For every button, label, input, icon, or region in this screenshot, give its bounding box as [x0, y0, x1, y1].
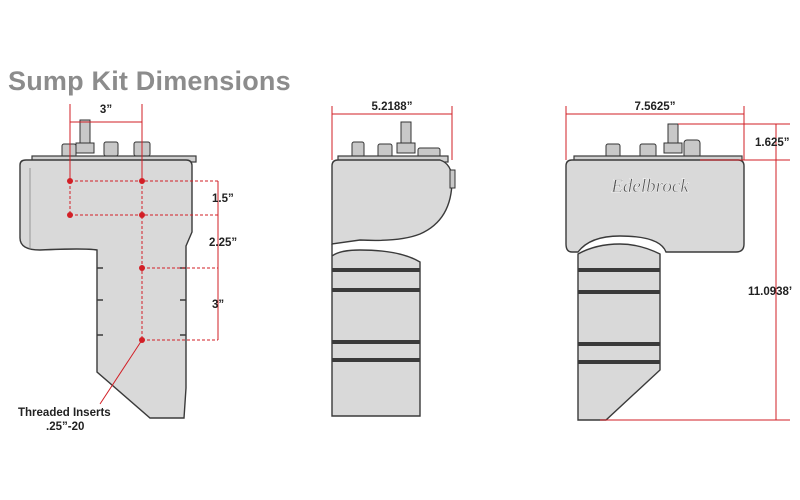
left-width-label: 3” — [100, 104, 112, 116]
right-logo: Edelbrock — [610, 176, 689, 197]
spacing-label-2: 2.25” — [209, 237, 237, 249]
callout-leader — [99, 339, 143, 405]
left-fitting-stem — [79, 119, 91, 147]
mid-side-tab — [449, 169, 456, 189]
middle-view: 5.2188” — [331, 101, 456, 417]
mid-band — [332, 288, 420, 292]
left-fitting-nut — [75, 142, 95, 154]
callout-line-2: .25”-20 — [46, 421, 84, 433]
mid-fitting-nut — [396, 142, 416, 154]
right-band — [578, 290, 660, 294]
callout-line-1: Threaded Inserts — [18, 407, 111, 419]
left-width-dimension — [69, 104, 143, 181]
right-band — [578, 268, 660, 272]
middle-width-label: 5.2188” — [372, 101, 413, 113]
right-fitting-bracket — [683, 139, 701, 159]
mid-band — [332, 340, 420, 344]
right-sump-lower — [577, 243, 661, 421]
right-width-label: 7.5625” — [635, 101, 676, 113]
right-sump-body — [565, 159, 745, 253]
fitting-height-dimension — [678, 123, 790, 161]
right-band — [578, 360, 660, 364]
right-band — [578, 342, 660, 346]
mid-band — [332, 268, 420, 272]
middle-sump-lower — [331, 244, 421, 417]
middle-sump-body — [331, 159, 453, 245]
left-sump-body — [19, 159, 193, 419]
fitting-height-label: 1.625” — [755, 137, 790, 149]
mid-fitting-stem — [400, 121, 412, 147]
mid-band — [332, 358, 420, 362]
total-height-label: 11.0938’ — [748, 286, 792, 298]
left-fitting-2 — [103, 141, 119, 157]
spacing-label-1: 1.5” — [212, 193, 234, 205]
hole-guide-lines — [69, 180, 218, 341]
middle-width-dimension — [331, 106, 453, 160]
spacing-label-3: 3” — [212, 299, 224, 311]
right-fitting-nut — [663, 142, 683, 154]
right-view: Edelbrock 7.5625” 1.625” 11.0938’ — [565, 101, 792, 421]
right-width-dimension — [565, 106, 745, 160]
page-title: Sump Kit Dimensions — [8, 66, 291, 96]
total-height-dimension — [600, 160, 790, 421]
left-view: 3” 1.5” 2.25” 3” Threaded Inserts .25”-2… — [18, 104, 237, 433]
